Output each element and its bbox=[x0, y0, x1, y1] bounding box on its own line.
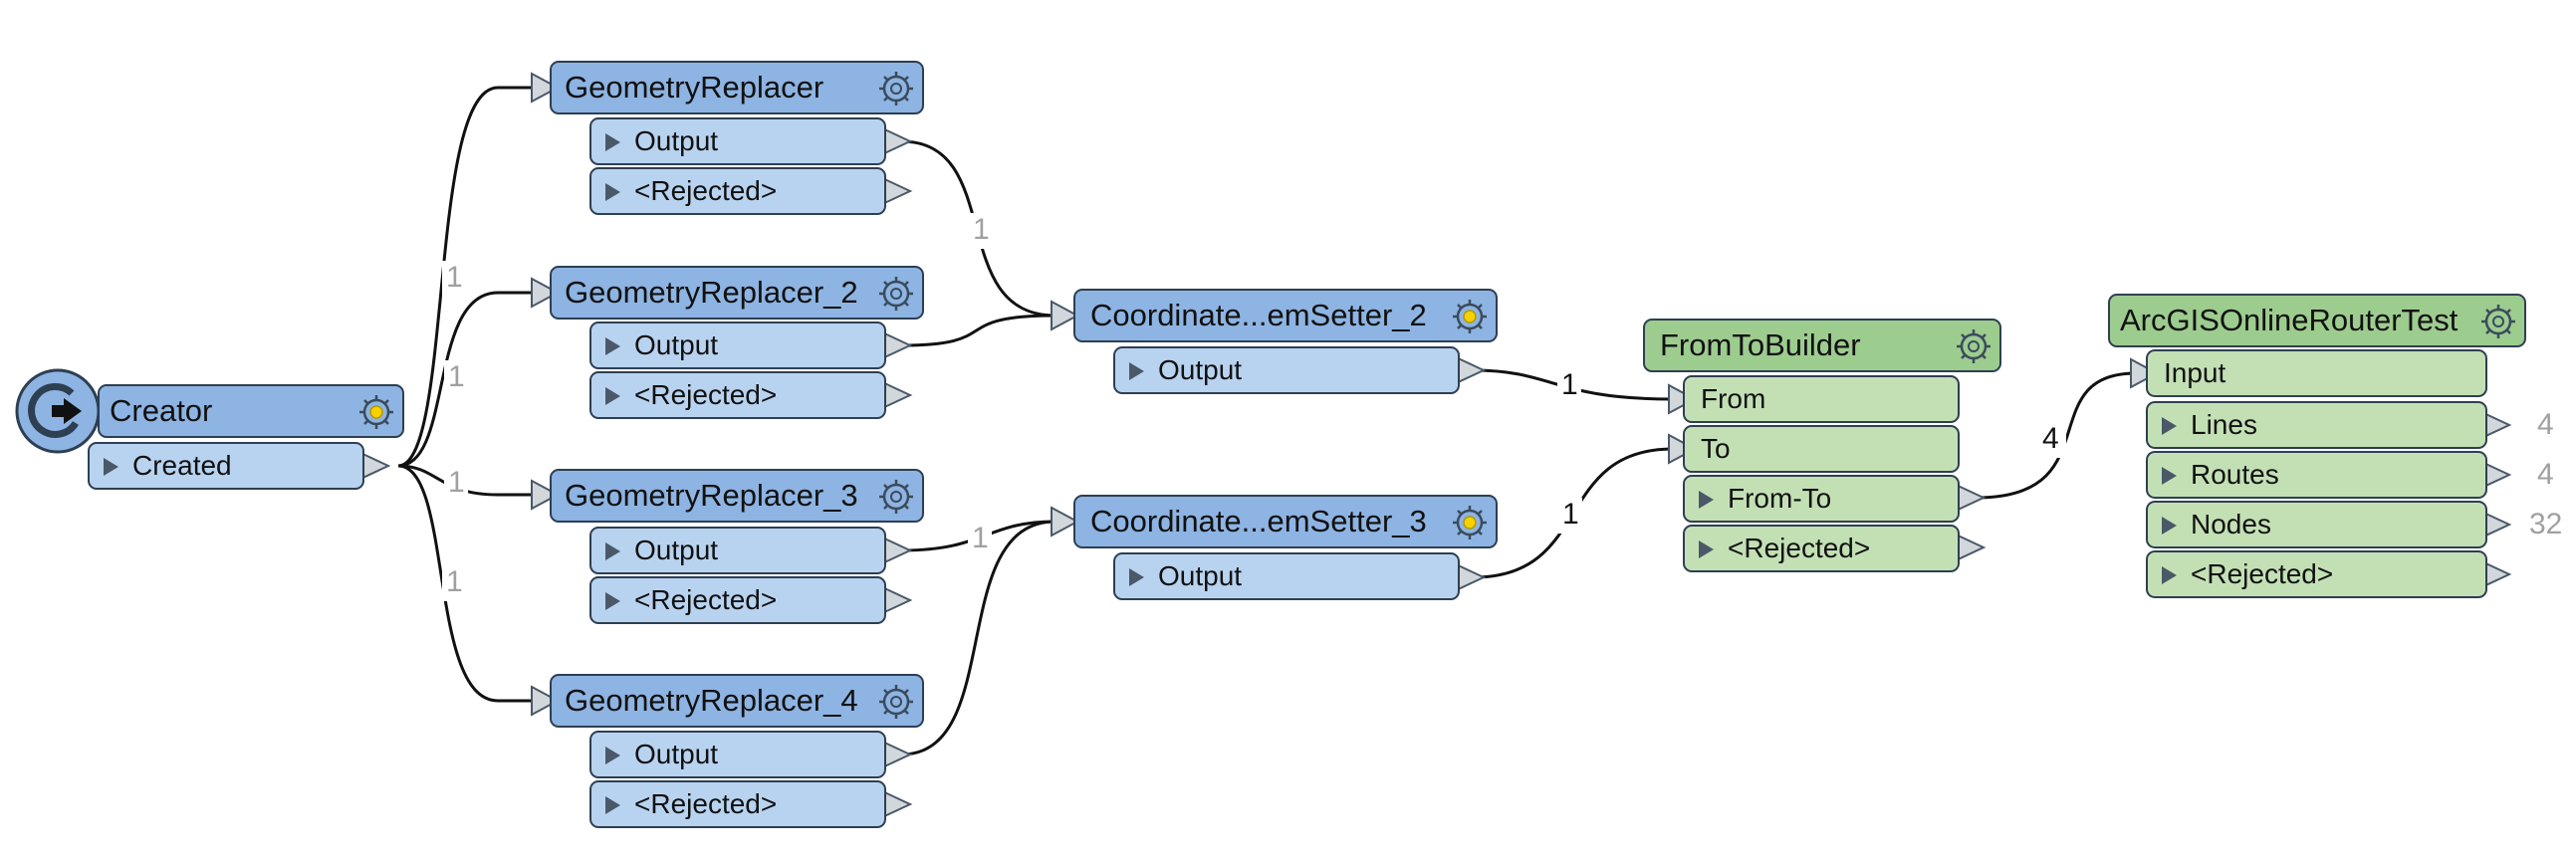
feature-count-label[interactable]: 1 bbox=[1562, 498, 1579, 531]
port-arc-input[interactable]: Input bbox=[2146, 349, 2487, 397]
port-gr3-rejected[interactable]: <Rejected> bbox=[589, 576, 886, 624]
feature-count-label[interactable]: 1 bbox=[972, 522, 989, 554]
node-title: Coordinate...emSetter_3 bbox=[1090, 504, 1427, 538]
port-arc-rejected[interactable]: <Rejected> bbox=[2146, 550, 2487, 598]
port-cs3-output[interactable]: Output bbox=[1113, 552, 1460, 600]
node-title: FromToBuilder bbox=[1660, 327, 1861, 362]
port-arc-nodes[interactable]: Nodes bbox=[2146, 501, 2487, 548]
gear-icon[interactable] bbox=[1953, 325, 1994, 367]
port-ftb-from-to[interactable]: From-To bbox=[1683, 475, 1960, 523]
port-gr1-output[interactable]: Output bbox=[589, 117, 886, 165]
expand-triangle-icon[interactable] bbox=[104, 458, 118, 476]
node-coordsyssetter-3-header[interactable]: Coordinate...emSetter_3 bbox=[1073, 495, 1498, 548]
port-cs2-output[interactable]: Output bbox=[1113, 346, 1460, 394]
feature-count-label[interactable]: 1 bbox=[448, 466, 465, 499]
expand-triangle-icon[interactable] bbox=[2162, 467, 2177, 485]
gear-icon[interactable] bbox=[2477, 301, 2519, 342]
connection-creator-gr1 bbox=[397, 86, 538, 468]
feature-count-label[interactable]: 1 bbox=[1561, 368, 1578, 401]
connection-gr2-cs2 bbox=[900, 314, 1056, 347]
node-title: Coordinate...emSetter_2 bbox=[1090, 298, 1427, 332]
port-ftb-input-from[interactable]: From bbox=[1683, 375, 1960, 423]
port-gr3-output[interactable]: Output bbox=[589, 527, 886, 574]
expand-triangle-icon[interactable] bbox=[605, 337, 620, 355]
expand-triangle-icon[interactable] bbox=[605, 387, 620, 405]
node-fromtobuilder-header[interactable]: FromToBuilder bbox=[1643, 319, 2001, 372]
expand-triangle-icon[interactable] bbox=[605, 542, 620, 560]
expand-triangle-icon[interactable] bbox=[605, 747, 620, 764]
node-arcgisonlineroutertest-header[interactable]: ArcGISOnlineRouterTest bbox=[2108, 294, 2526, 347]
port-gr2-output[interactable]: Output bbox=[589, 322, 886, 369]
node-geometryreplacer-4-header[interactable]: GeometryReplacer_4 bbox=[550, 674, 924, 728]
node-title: GeometryReplacer_4 bbox=[565, 683, 858, 718]
port-ftb-input-to[interactable]: To bbox=[1683, 425, 1960, 473]
node-coordsyssetter-2-header[interactable]: Coordinate...emSetter_2 bbox=[1073, 289, 1498, 342]
gear-icon[interactable] bbox=[355, 391, 397, 433]
expand-triangle-icon[interactable] bbox=[2162, 417, 2177, 435]
node-title: GeometryReplacer_2 bbox=[565, 275, 858, 310]
gear-icon[interactable] bbox=[1449, 502, 1491, 543]
connection-ftb-arc bbox=[1976, 371, 2137, 500]
expand-triangle-icon[interactable] bbox=[605, 592, 620, 610]
port-arc-routes[interactable]: Routes bbox=[2146, 451, 2487, 499]
expand-triangle-icon[interactable] bbox=[1699, 491, 1714, 509]
gear-icon[interactable] bbox=[875, 681, 917, 723]
node-title: Creator bbox=[110, 393, 213, 428]
feature-count-label[interactable]: 32 bbox=[2529, 508, 2563, 540]
node-geometryreplacer-2-header[interactable]: GeometryReplacer_2 bbox=[550, 266, 924, 320]
expand-triangle-icon[interactable] bbox=[2162, 566, 2177, 584]
gear-icon[interactable] bbox=[875, 476, 917, 518]
creator-icon bbox=[15, 368, 101, 454]
feature-count-label[interactable]: 1 bbox=[446, 261, 463, 294]
port-gr1-rejected[interactable]: <Rejected> bbox=[589, 167, 886, 215]
port-ftb-rejected[interactable]: <Rejected> bbox=[1683, 525, 1960, 572]
connection-creator-gr2 bbox=[397, 291, 538, 468]
gear-icon[interactable] bbox=[875, 68, 917, 109]
expand-triangle-icon[interactable] bbox=[1129, 568, 1144, 586]
expand-triangle-icon[interactable] bbox=[605, 796, 620, 814]
feature-count-label[interactable]: 1 bbox=[973, 213, 990, 246]
feature-count-label[interactable]: 4 bbox=[2537, 458, 2554, 491]
feature-count-label[interactable]: 1 bbox=[448, 360, 465, 393]
expand-triangle-icon[interactable] bbox=[1129, 362, 1144, 380]
connection-gr4-cs3 bbox=[900, 520, 1056, 756]
port-creator-created[interactable]: Created bbox=[88, 442, 364, 490]
feature-count-label[interactable]: 4 bbox=[2537, 408, 2554, 441]
node-title: ArcGISOnlineRouterTest bbox=[2120, 303, 2459, 337]
gear-icon[interactable] bbox=[1449, 296, 1491, 337]
connection-creator-gr3 bbox=[397, 464, 538, 497]
expand-triangle-icon[interactable] bbox=[2162, 517, 2177, 535]
gear-icon[interactable] bbox=[875, 273, 917, 315]
expand-triangle-icon[interactable] bbox=[1699, 540, 1714, 558]
node-creator-header[interactable]: Creator bbox=[98, 384, 404, 438]
port-gr4-output[interactable]: Output bbox=[589, 731, 886, 778]
port-gr2-rejected[interactable]: <Rejected> bbox=[589, 371, 886, 419]
feature-count-label[interactable]: 1 bbox=[446, 565, 463, 598]
node-title: GeometryReplacer_3 bbox=[565, 478, 858, 513]
port-arc-lines[interactable]: Lines bbox=[2146, 401, 2487, 449]
expand-triangle-icon[interactable] bbox=[605, 133, 620, 151]
node-geometryreplacer-3-header[interactable]: GeometryReplacer_3 bbox=[550, 469, 924, 523]
feature-count-label[interactable]: 4 bbox=[2042, 422, 2059, 455]
port-gr4-rejected[interactable]: <Rejected> bbox=[589, 780, 886, 828]
expand-triangle-icon[interactable] bbox=[605, 183, 620, 201]
node-geometryreplacer-header[interactable]: GeometryReplacer bbox=[550, 61, 924, 114]
node-title: GeometryReplacer bbox=[565, 70, 824, 105]
